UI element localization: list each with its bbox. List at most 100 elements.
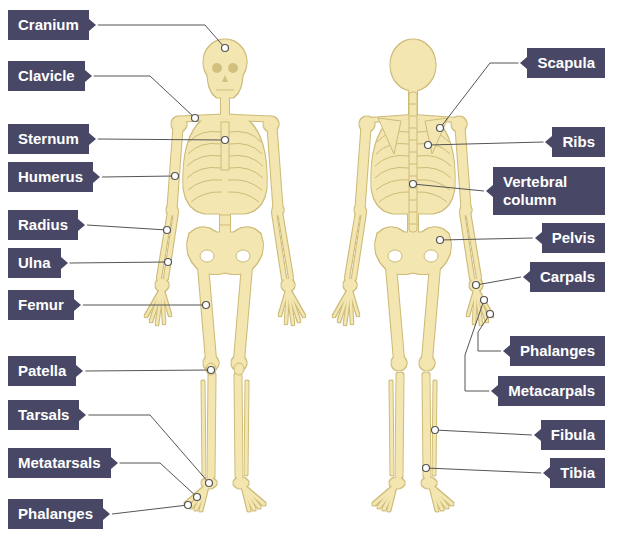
bone-name: Radius xyxy=(18,216,68,234)
front-skeleton xyxy=(146,40,304,510)
bone-name: Patella xyxy=(18,362,66,380)
leader-line xyxy=(440,63,518,128)
back-skeleton-details xyxy=(375,92,451,262)
label-pointer xyxy=(61,257,68,269)
front-skeleton-details xyxy=(187,63,263,375)
label-box: Cranium xyxy=(8,10,89,40)
leader-dot xyxy=(203,302,210,309)
leader-line xyxy=(112,505,188,514)
leader-line xyxy=(83,305,206,306)
label-box: Femur xyxy=(8,290,74,320)
label-box: Vertebral column xyxy=(493,167,605,215)
label-pointer xyxy=(520,57,527,69)
label-pointer xyxy=(535,232,542,244)
label-pointer xyxy=(79,409,86,421)
label-box: Tibia xyxy=(550,458,605,488)
label-box: Metatarsals xyxy=(8,448,111,478)
label-pointer xyxy=(534,429,541,441)
leader-line xyxy=(94,76,195,118)
leader-line xyxy=(70,262,168,263)
leader-line xyxy=(426,468,541,473)
bone-name: Phalanges xyxy=(520,342,595,360)
label-box: Clavicle xyxy=(8,61,85,91)
label-box: Sternum xyxy=(8,124,89,154)
leader-dot xyxy=(192,115,199,122)
label-box: Phalanges xyxy=(510,336,605,366)
bone-name: Sternum xyxy=(18,130,79,148)
bone-name: Humerus xyxy=(18,168,83,186)
leader-dot xyxy=(165,259,172,266)
label-box: Phalanges xyxy=(8,499,103,529)
label-pointer xyxy=(503,345,510,357)
bone-name: Metacarpals xyxy=(508,382,595,400)
bone-name: Fibula xyxy=(551,426,595,444)
label-pointer xyxy=(103,508,110,520)
leader-dot xyxy=(437,125,444,132)
label-pointer xyxy=(85,70,92,82)
label-box: Carpals xyxy=(530,262,605,292)
label-box: Fibula xyxy=(541,420,605,450)
label-pointer xyxy=(543,467,550,479)
label-pointer xyxy=(486,185,493,197)
bone-name: Pelvis xyxy=(552,229,595,247)
leader-dot xyxy=(222,45,229,52)
leader-line xyxy=(98,25,225,48)
label-box: Tarsals xyxy=(8,400,79,430)
bone-name: Scapula xyxy=(537,54,595,72)
leader-line xyxy=(478,314,501,351)
label-box: Metacarpals xyxy=(498,376,605,406)
label-pointer xyxy=(78,219,85,231)
leader-dot xyxy=(425,142,432,149)
bone-name: Carpals xyxy=(540,268,595,286)
leader-dot xyxy=(473,282,480,289)
label-box: Ulna xyxy=(8,248,61,278)
leader-dot xyxy=(194,494,201,501)
leader-line xyxy=(120,463,197,497)
leader-line xyxy=(87,225,167,230)
leader-line xyxy=(435,430,532,435)
label-box: Ribs xyxy=(552,127,605,157)
leader-dot xyxy=(206,480,213,487)
label-pointer xyxy=(89,133,96,145)
bone-name: Vertebral column xyxy=(503,173,595,209)
bone-name: Phalanges xyxy=(18,505,93,523)
leader-dot xyxy=(208,367,215,374)
leader-line xyxy=(440,238,533,240)
label-pointer xyxy=(545,136,552,148)
leader-line xyxy=(476,277,521,285)
leader-line xyxy=(98,139,225,140)
label-pointer xyxy=(523,271,530,283)
leader-line xyxy=(465,300,489,391)
bone-name: Metatarsals xyxy=(18,454,101,472)
bone-name: Ulna xyxy=(18,254,51,272)
leader-line xyxy=(413,184,484,191)
label-pointer xyxy=(89,19,96,31)
leader-dot xyxy=(164,227,171,234)
leader-line xyxy=(428,142,543,145)
leader-line xyxy=(102,176,175,177)
leader-dot xyxy=(481,297,488,304)
bone-name: Clavicle xyxy=(18,67,75,85)
label-pointer xyxy=(76,365,83,377)
label-pointer xyxy=(491,385,498,397)
bone-name: Cranium xyxy=(18,16,79,34)
leader-dot xyxy=(172,173,179,180)
leader-dot xyxy=(487,311,494,318)
bone-name: Ribs xyxy=(562,133,595,151)
bone-name: Tibia xyxy=(560,464,595,482)
leader-dot xyxy=(222,137,229,144)
leader-dot xyxy=(185,502,192,509)
leader-dot xyxy=(423,465,430,472)
label-pointer xyxy=(74,299,81,311)
back-skeleton xyxy=(334,40,492,510)
label-box: Patella xyxy=(8,356,76,386)
leader-dot xyxy=(432,427,439,434)
leader-dot xyxy=(410,181,417,188)
bone-name: Tarsals xyxy=(18,406,69,424)
bone-name: Femur xyxy=(18,296,64,314)
leader-dot xyxy=(437,237,444,244)
label-box: Humerus xyxy=(8,162,93,192)
leader-line xyxy=(85,370,211,371)
label-box: Radius xyxy=(8,210,78,240)
